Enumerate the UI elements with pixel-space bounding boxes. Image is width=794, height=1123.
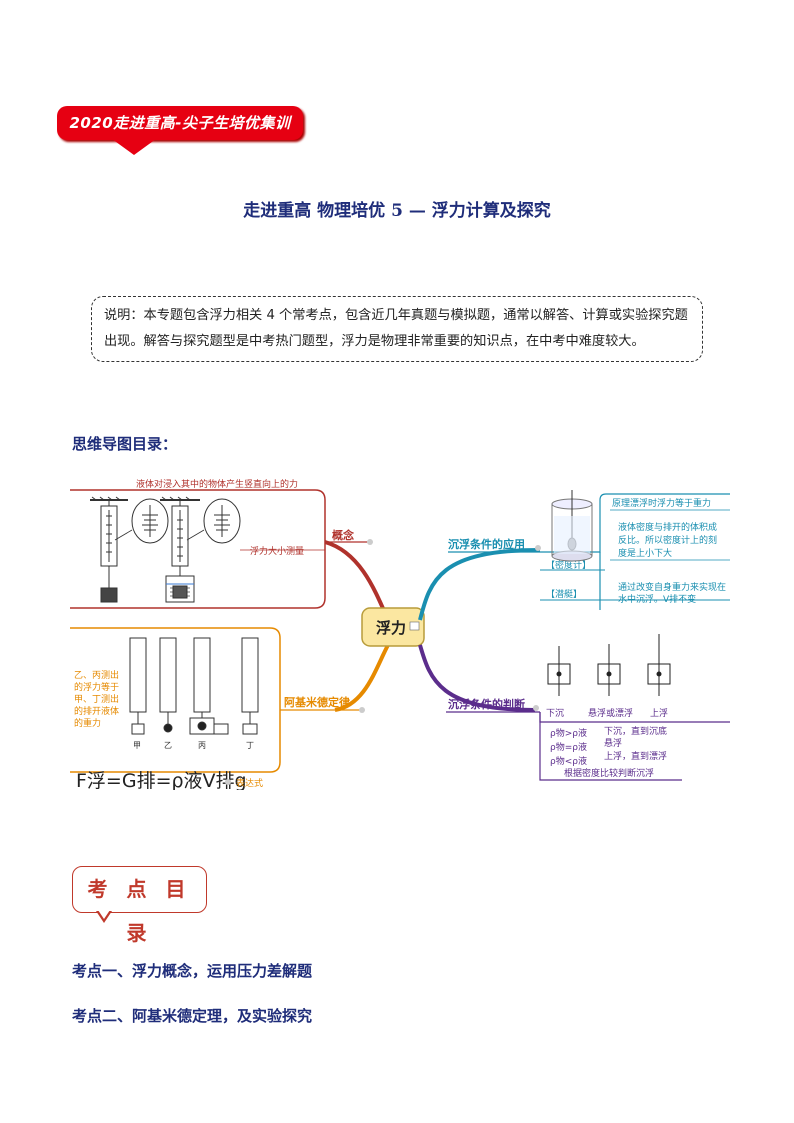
spring-scale-apparatus-left	[90, 496, 169, 603]
kaodian-item-2: 考点二、阿基米德定理，及实验探究	[72, 1007, 313, 1025]
archimedes-frame-bottom	[70, 710, 281, 773]
kaodian-item-1: 考点一、浮力概念，运用压力差解题	[72, 962, 313, 980]
application-node-dot	[535, 545, 541, 551]
archimedes-node-dot	[359, 707, 365, 713]
mindmap-diagram: 概念 液体对浸入其中的物体产生竖直向上的力 浮力大小测量	[70, 478, 730, 790]
concept-branch: 概念 液体对浸入其中的物体产生竖直向上的力 浮力大小测量	[70, 478, 390, 621]
center-node-note-icon	[409, 621, 420, 631]
kaodian-heading: 考 点 目 录	[87, 877, 192, 945]
concept-node-dot	[367, 539, 373, 545]
judgement-frame-top	[539, 712, 730, 723]
expression-node-dot	[225, 779, 231, 785]
kaodian-tail-inner	[98, 910, 110, 919]
application-label: 沉浮条件的应用	[448, 537, 525, 551]
archimedes-note-5: 的重力	[74, 717, 101, 729]
concept-frame	[70, 489, 326, 542]
header-banner: 2020走进重高-尖子生培优集训	[57, 106, 303, 140]
mindmap-heading: 思维导图目录：	[72, 435, 178, 453]
result-sink: 下沉，直到沉底	[604, 725, 667, 737]
center-node-label: 浮力	[376, 619, 406, 637]
archimedes-branch: 阿基米德定律 乙、丙测出 的浮力等于 甲、丁测出 的排开液体 的重力 甲 乙 丙…	[70, 627, 390, 790]
application-point-2b: 反比。所以密度计上的刻	[618, 534, 717, 546]
submarine-tag: 【潜艇】	[546, 588, 582, 600]
archimedes-apparatus	[129, 637, 259, 735]
archimedes-frame	[70, 627, 281, 710]
application-point-1: 原理漂浮时浮力等于重力	[612, 497, 711, 509]
state-suspend-float: 悬浮或漂浮	[588, 707, 633, 719]
description-box: 说明：本专题包含浮力相关 4 个常考点，包含近几年真题与模拟题，通常以解答、计算…	[91, 296, 703, 362]
concept-frame-bottom	[70, 542, 326, 609]
result-suspend: 悬浮	[604, 737, 622, 749]
archimedes-note-4: 的排开液体	[74, 705, 119, 717]
judgement-summary: 根据密度比较判断沉浮	[564, 767, 654, 779]
concept-definition: 液体对浸入其中的物体产生竖直向上的力	[136, 478, 298, 490]
beaker-label-ding: 丁	[246, 741, 254, 750]
spring-scale-apparatus-right	[160, 496, 241, 603]
archimedes-formula: F浮=G排=ρ液V排g	[76, 770, 247, 790]
result-rise: 上浮，直到漂浮	[604, 750, 667, 762]
concept-measure: 浮力大小测量	[250, 545, 304, 557]
rho-greater: ρ物>ρ液	[550, 727, 587, 739]
judgement-curve	[418, 644, 536, 712]
judgement-label: 沉浮条件的判断	[448, 697, 525, 711]
concept-label: 概念	[332, 528, 355, 542]
application-branch: 沉浮条件的应用 原理漂浮时浮力等于重力 液体密度与排开的体积成 反比。所以密度计…	[418, 490, 730, 621]
archimedes-label: 阿基米德定律	[284, 695, 350, 709]
densimeter-tag: 【密度计】	[546, 559, 591, 571]
state-rise: 上浮	[650, 707, 668, 719]
kaodian-heading-box: 考 点 目 录	[72, 866, 207, 945]
densimeter-illustration	[551, 490, 593, 562]
application-curve	[418, 548, 541, 621]
archimedes-note-3: 甲、丁测出	[74, 693, 119, 705]
beaker-label-jia: 甲	[133, 741, 141, 750]
judgement-frame-bottom	[539, 712, 682, 781]
center-node: 浮力	[361, 607, 425, 647]
state-sink: 下沉	[546, 708, 564, 719]
archimedes-note-2: 的浮力等于	[74, 681, 119, 693]
judgement-node-dot	[533, 705, 539, 711]
description-text: 说明：本专题包含浮力相关 4 个常考点，包含近几年真题与模拟题，通常以解答、计算…	[104, 308, 688, 349]
beaker-label-yi: 乙	[164, 741, 172, 750]
submarine-text-2: 水中沉浮。V排不变	[618, 593, 696, 605]
banner-tail	[112, 139, 156, 155]
banner-text: 2020走进重高-尖子生培优集训	[69, 114, 291, 132]
application-point-2a: 液体密度与排开的体积成	[618, 521, 717, 533]
submarine-text-1: 通过改变自身重力来实现在	[618, 581, 726, 593]
rho-equal: ρ物=ρ液	[550, 741, 587, 753]
force-diagrams	[547, 634, 671, 696]
archimedes-curve	[334, 644, 390, 712]
archimedes-note-1: 乙、丙测出	[74, 669, 119, 681]
center-node-box	[361, 607, 425, 647]
document-title: 走进重高 物理培优 5 — 浮力计算及探究	[243, 201, 551, 221]
application-frame-top	[540, 493, 730, 553]
beaker-label-bing: 丙	[198, 741, 206, 750]
rho-less: ρ物<ρ液	[550, 755, 587, 767]
application-point-2c: 度是上小下大	[618, 547, 672, 559]
judgement-branch: 沉浮条件的判断 下沉 悬浮或漂浮 上浮 ρ物>ρ液 ρ物=ρ液 ρ物<ρ液 下沉…	[418, 634, 730, 781]
expression-label: 表达式	[236, 777, 263, 789]
